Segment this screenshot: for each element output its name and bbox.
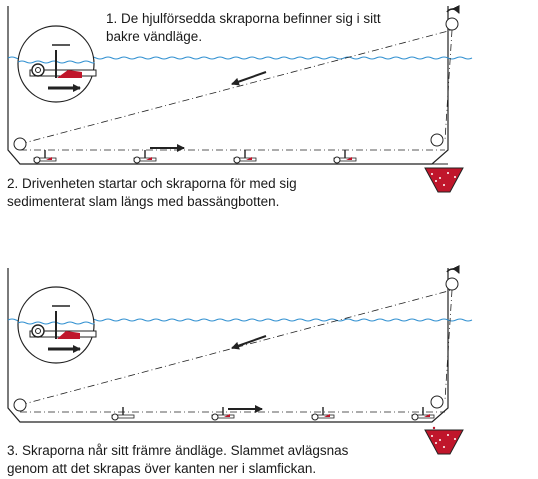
detail-magnifier bbox=[17, 25, 97, 103]
sprocket-right bbox=[430, 395, 444, 409]
caption-line: 3. Skraporna når sitt främre ändläge. Sl… bbox=[7, 443, 349, 458]
return-arrow bbox=[231, 71, 267, 86]
bottom-panel bbox=[7, 264, 473, 455]
rotation-arrow-icon bbox=[446, 4, 460, 14]
return-arrow bbox=[231, 335, 267, 350]
step-1-caption: 1. De hjulförsedda skraporna befinner si… bbox=[106, 10, 381, 46]
rotation-arrow-icon bbox=[446, 264, 460, 274]
caption-line: 2. Drivenheten startar och skraporna för… bbox=[7, 176, 297, 191]
scraper bbox=[111, 407, 135, 421]
scraper bbox=[233, 150, 257, 164]
detail-magnifier bbox=[17, 286, 97, 364]
sprocket-left bbox=[13, 137, 27, 151]
basin-outline bbox=[7, 268, 449, 423]
chain-line-vertical bbox=[444, 289, 453, 401]
step-2-caption: 2. Drivenheten startar och skraporna för… bbox=[7, 175, 297, 211]
caption-line: 1. De hjulförsedda skraporna befinner si… bbox=[106, 11, 381, 26]
sprocket-drive bbox=[445, 17, 459, 31]
caption-line: sedimenterat slam längs med bassängbotte… bbox=[7, 194, 280, 209]
scraper bbox=[33, 150, 57, 164]
caption-line: genom att det skrapas över kanten ner i … bbox=[7, 461, 317, 476]
sludge-pocket bbox=[424, 429, 464, 455]
caption-line: bakre vändläge. bbox=[106, 29, 203, 44]
top-panel bbox=[7, 4, 473, 193]
scraper bbox=[333, 150, 357, 164]
scraper bbox=[211, 407, 235, 421]
sprocket-right bbox=[430, 133, 444, 147]
basin-outline bbox=[7, 6, 449, 165]
sludge-pocket bbox=[424, 167, 464, 193]
scraper bbox=[411, 407, 435, 421]
sprocket-left bbox=[13, 398, 27, 412]
sprocket-drive bbox=[445, 277, 459, 291]
chain-line-diagonal bbox=[19, 29, 453, 145]
chain-line-diagonal bbox=[19, 289, 453, 406]
step-3-caption: 3. Skraporna når sitt främre ändläge. Sl… bbox=[7, 442, 348, 478]
chain-line-vertical bbox=[444, 29, 453, 141]
scraper bbox=[311, 407, 335, 421]
scraper bbox=[133, 150, 157, 164]
